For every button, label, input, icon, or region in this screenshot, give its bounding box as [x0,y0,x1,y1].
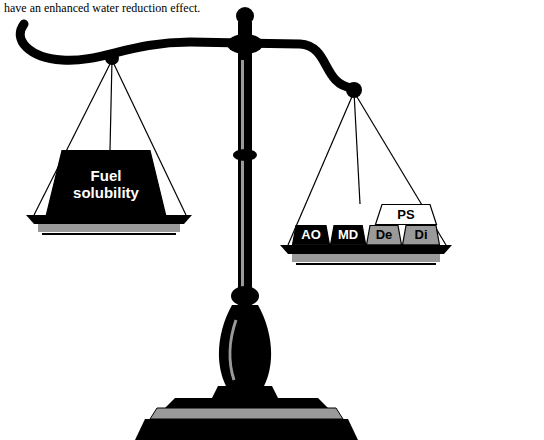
stem-knot [231,286,259,306]
weight-label: MD [338,228,358,242]
pan-string [288,92,354,245]
left-pan-rim [42,233,176,235]
weight-shape [376,205,437,225]
stem-highlight [241,60,244,290]
scale-base-band [150,408,343,419]
stem-ring [233,149,257,161]
weight-shape [367,225,402,244]
scale-base [135,419,358,440]
right-pan-band [292,254,440,262]
weight-label: PS [397,208,414,222]
right-pan-rim [296,263,436,265]
weight-block: AO [292,225,330,245]
left-pan [26,215,192,224]
scale-beam [20,24,352,88]
weight-label: AO [301,228,321,242]
weight-block: MD [330,225,366,245]
weight-label: Fuel solubility [66,168,146,201]
weight-block: Fuel solubility [46,150,166,215]
pan-string [110,60,112,150]
caption-fragment: have an enhanced water reduction effect. [4,1,200,16]
scale-base-step [165,398,328,408]
stem-vase [219,305,271,386]
vase-highlight [230,320,236,380]
right-pan [280,245,452,254]
beam-hub [227,34,263,54]
scale-knob [236,7,254,25]
weight-shape [47,151,166,215]
pan-string [354,92,446,245]
weight-shape [403,225,440,244]
weight-block: De [366,225,402,245]
left-pan-band [38,224,180,232]
weight-label: Di [415,228,428,242]
scale-stem [238,22,252,307]
weight-block: Di [402,225,440,245]
weight-label: De [376,228,393,242]
stem-foot [212,386,278,398]
weight-shape [293,225,330,244]
weight-block: PS [375,204,437,225]
weight-shape [330,225,365,244]
pan-string [354,92,360,204]
